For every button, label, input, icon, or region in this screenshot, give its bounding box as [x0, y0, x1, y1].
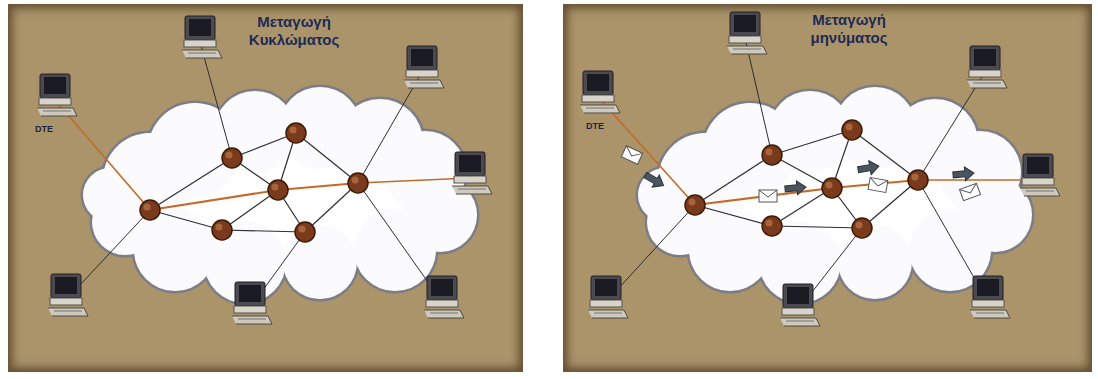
panel-heading: Μεταγωγή μηνύματος: [784, 11, 914, 47]
panel: Μεταγωγή μηνύματοςDTE: [563, 4, 1092, 372]
panel: Μεταγωγή ΚυκλώματοςDTE: [8, 4, 523, 372]
dte-label: DTE: [35, 124, 53, 134]
panel-heading: Μεταγωγή Κυκλώματος: [229, 13, 359, 49]
dte-label: DTE: [586, 121, 604, 131]
